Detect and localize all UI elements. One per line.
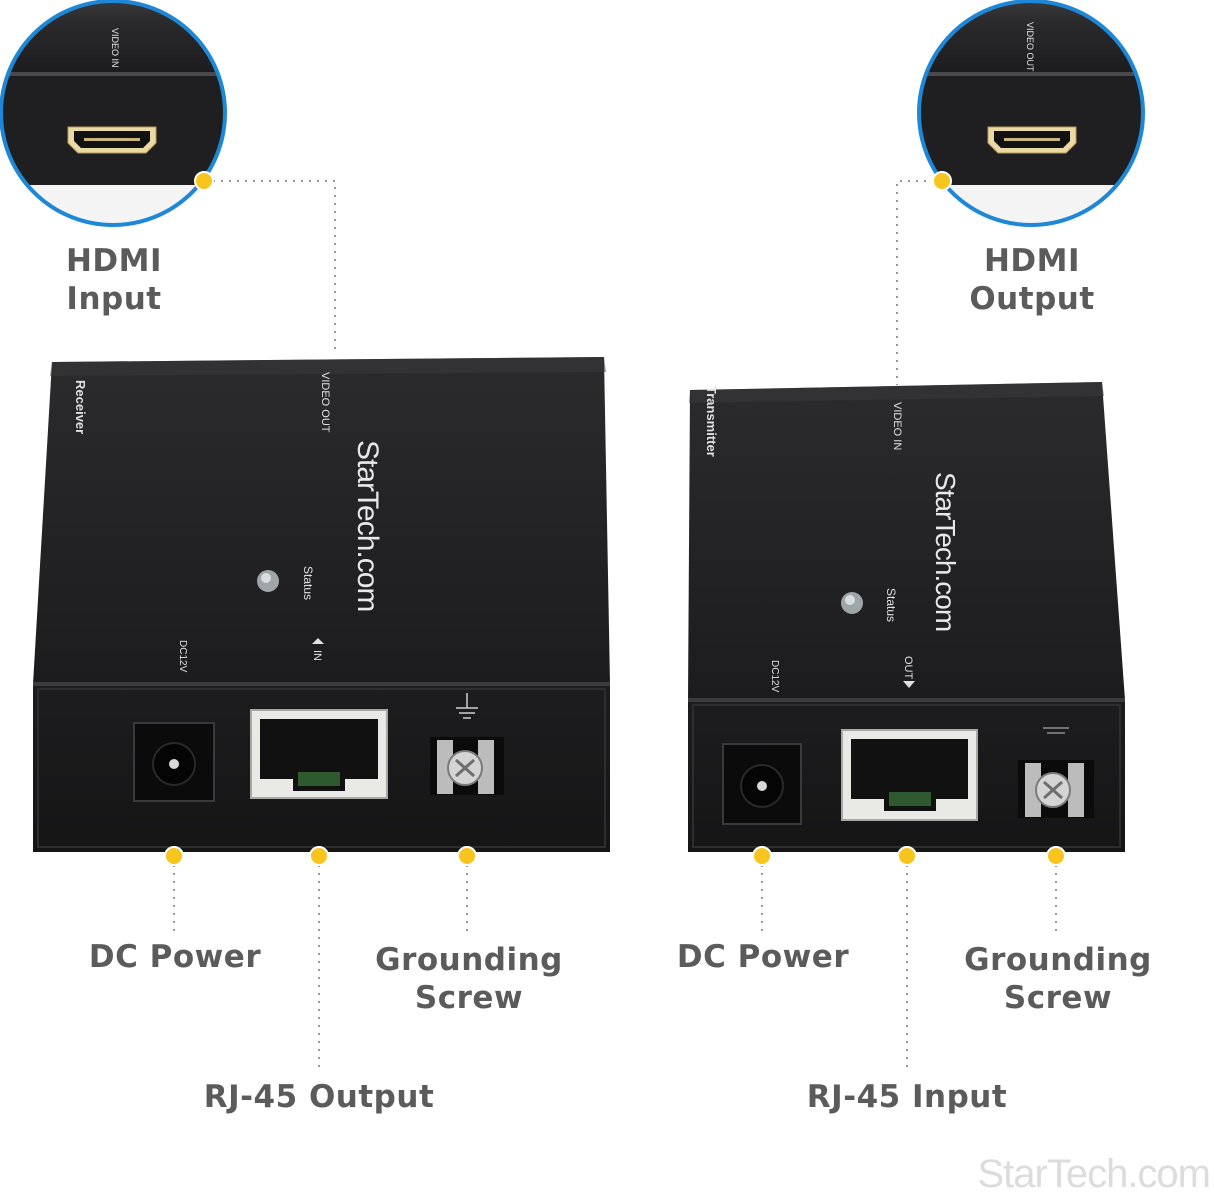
transmitter-top xyxy=(688,382,1125,700)
transmitter-video-in-label: VIDEO IN xyxy=(891,402,903,450)
transmitter-power-label: DC12V xyxy=(769,660,780,693)
callout-dot xyxy=(194,171,214,191)
label-line: DC Power xyxy=(676,939,850,975)
grounding-screw-icon xyxy=(1018,760,1094,818)
label-rx-dc-power: DC Power xyxy=(84,938,266,976)
dc-power-jack-icon xyxy=(133,722,215,802)
callout-dot xyxy=(457,846,477,866)
receiver-brand-logo: StarTech.com xyxy=(351,440,384,611)
hdmi-port-icon xyxy=(987,126,1077,154)
label-tx-dc-power: DC Power xyxy=(672,938,854,976)
label-line: RJ-45 Input xyxy=(806,1079,1008,1115)
label-line: HDMI xyxy=(65,243,163,279)
receiver-status-label: Status xyxy=(301,566,315,600)
receiver-power-label: DC12V xyxy=(177,640,188,673)
watermark-logo: StarTech.com xyxy=(977,1152,1211,1196)
receiver-video-out-label: VIDEO OUT xyxy=(319,372,331,433)
transmitter-status-label: Status xyxy=(884,588,898,622)
label-hdmi-output: HDMI Output xyxy=(948,242,1116,318)
label-line: Screw xyxy=(1003,980,1113,1016)
hdmi-port-icon xyxy=(67,126,157,154)
receiver-top xyxy=(33,357,610,684)
label-line: RJ-45 Output xyxy=(203,1079,435,1115)
ground-symbol-icon xyxy=(1043,727,1069,734)
label-line: Screw xyxy=(414,980,524,1016)
label-line: Input xyxy=(66,281,162,317)
grounding-screw-icon xyxy=(430,737,504,795)
transmitter-rj45-label: OUT xyxy=(902,656,914,680)
label-rx-grounding-screw: Grounding Screw xyxy=(372,941,566,1017)
transmitter-brand-logo: StarTech.com xyxy=(930,472,961,631)
zoom-hdmi-input: VIDEO IN xyxy=(0,0,227,227)
label-line: Output xyxy=(969,281,1095,317)
callout-dots xyxy=(164,171,1066,866)
callout-dot xyxy=(897,846,917,866)
receiver-device: Receiver VIDEO OUT StarTech.com Status D… xyxy=(33,357,610,852)
rj45-port-icon xyxy=(250,709,388,799)
zoom-ring xyxy=(917,0,1145,227)
callout-dot xyxy=(1046,846,1066,866)
label-line: Grounding xyxy=(375,942,563,978)
label-rj45-output: RJ-45 Output xyxy=(200,1078,438,1116)
zoom-ring xyxy=(0,0,227,227)
label-hdmi-input: HDMI Input xyxy=(40,242,188,318)
transmitter-device: Transmitter VIDEO IN StarTech.com Status… xyxy=(688,382,1125,852)
callout-dot xyxy=(932,171,952,191)
callout-dot xyxy=(164,846,184,866)
label-line: HDMI xyxy=(983,243,1081,279)
dc-power-jack-icon xyxy=(722,743,802,825)
callout-dot xyxy=(309,846,329,866)
label-rj45-input: RJ-45 Input xyxy=(800,1078,1014,1116)
ground-symbol-icon xyxy=(456,693,478,719)
zoom-port-label: VIDEO OUT xyxy=(1025,22,1035,72)
rj45-port-icon xyxy=(841,729,978,821)
zoom-port-label: VIDEO IN xyxy=(110,28,120,68)
transmitter-side-label: Transmitter xyxy=(704,386,719,457)
receiver-rj45-label: IN xyxy=(311,650,323,661)
label-line: DC Power xyxy=(88,939,262,975)
receiver-side-label: Receiver xyxy=(73,380,88,434)
zoom-hdmi-output: VIDEO OUT xyxy=(917,0,1145,227)
callout-dot xyxy=(752,846,772,866)
leader-lines xyxy=(173,180,1057,1068)
label-line: Grounding xyxy=(964,942,1152,978)
label-tx-grounding-screw: Grounding Screw xyxy=(961,941,1155,1017)
